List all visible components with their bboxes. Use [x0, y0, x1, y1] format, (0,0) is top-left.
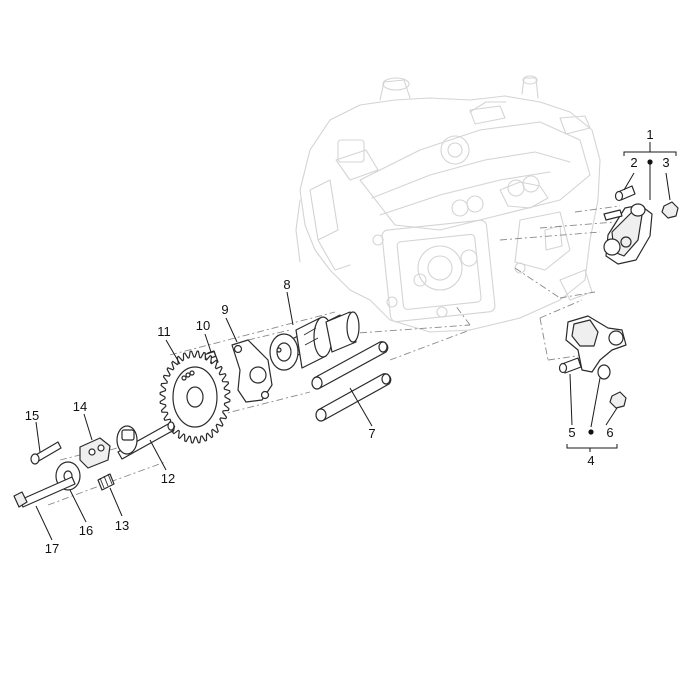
part-13-spring	[97, 473, 115, 491]
callout-1: 1	[646, 127, 653, 142]
part-7-pins	[311, 341, 392, 422]
part-2-pin	[614, 185, 636, 202]
callout-2: 2	[630, 155, 637, 170]
callout-15: 15	[25, 408, 39, 423]
callout-17: 17	[45, 541, 59, 556]
part-8-camshaft	[269, 311, 360, 371]
callout-14: 14	[73, 399, 87, 414]
assembly-guides	[47, 205, 621, 506]
callout-7: 7	[368, 426, 375, 441]
callout-12: 12	[161, 471, 175, 486]
part-1-rocker-arm	[603, 203, 653, 265]
group-1-dot	[647, 159, 653, 165]
callout-labels: 1 2 3 4 5 6 7 8 9 10 11 12 13 14 15 16 1…	[25, 127, 670, 556]
callout-9: 9	[221, 302, 228, 317]
part-12-shaft	[116, 421, 175, 460]
part-17-bolt	[13, 476, 76, 508]
part-9-plate	[231, 339, 273, 403]
callout-8: 8	[283, 277, 290, 292]
part-15-bolt	[30, 441, 62, 465]
callout-13: 13	[115, 518, 129, 533]
part-11-sprocket	[159, 350, 231, 444]
callout-10: 10	[196, 318, 210, 333]
part-5-pin	[558, 357, 582, 374]
group-4-dot	[588, 429, 594, 435]
callout-5: 5	[568, 425, 575, 440]
callout-4: 4	[587, 453, 594, 468]
part-3-nut	[661, 201, 679, 219]
callout-3: 3	[662, 155, 669, 170]
leader-lines	[35, 142, 677, 541]
callout-6: 6	[606, 425, 613, 440]
part-14-block	[79, 437, 111, 469]
callout-16: 16	[79, 523, 93, 538]
callout-11: 11	[157, 324, 171, 339]
part-6-nut	[609, 391, 627, 409]
engine-head-ghost	[295, 75, 601, 333]
part-4-rocker-arm	[565, 315, 627, 380]
